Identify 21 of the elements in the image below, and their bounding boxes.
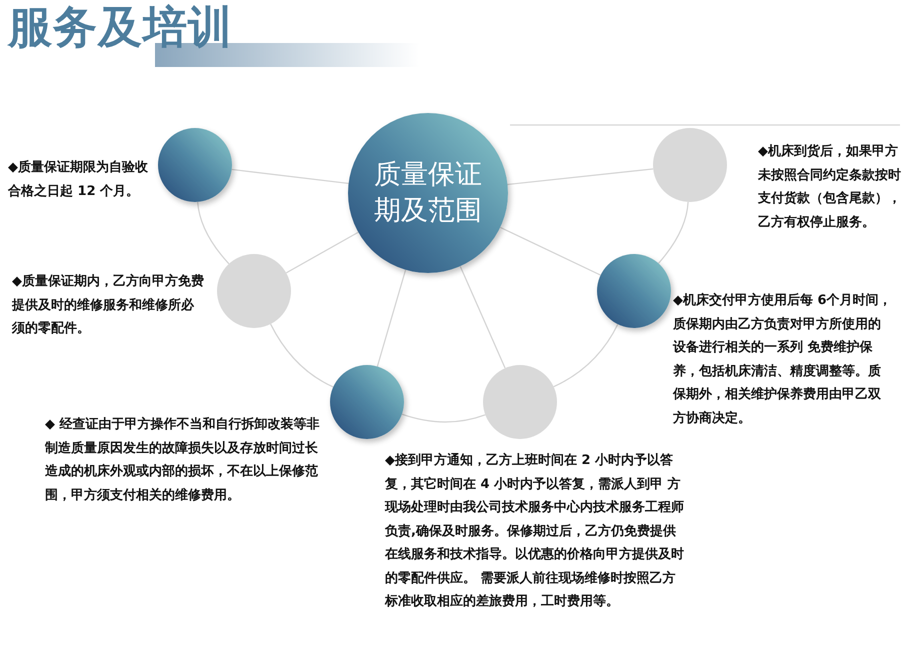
arc-line — [553, 324, 618, 388]
description-text: ◆质量保证期限为自验收合格之日起 12 个月。 — [8, 159, 149, 200]
node-circle — [330, 365, 404, 439]
arc-line — [197, 202, 230, 264]
node-circle — [158, 128, 232, 202]
connector-line — [376, 270, 406, 367]
connector-line — [500, 226, 601, 276]
arc-line — [270, 324, 334, 388]
arc-line — [658, 202, 689, 264]
connector-line — [286, 232, 359, 274]
description-text: ◆质量保证期内，乙方向甲方免费提供及时的维修服务和维修所必须的零配件。 — [12, 272, 204, 338]
connector-line — [232, 168, 349, 184]
description-text: ◆ 经查证由于甲方操作不当和自行拆卸改装等非制造质量原因发生的故障损失以及存放时间过长造成的机床外观或内部的损坏，不在以上保修范围，甲方须支付相关的维修费用。 — [45, 416, 321, 504]
description-text: ◆接到甲方通知，乙方上班时间在 2 小时内予以答复，其它时间在 4 小时内予以答复，需派人到甲 方现场处理时由我公司技术服务中心内技术服务工程师负责,确保及时服务。保修期过后，乙方仍免费提供在线服务和技术指导。以优惠的价格向甲方提供及时的零配件供应。 需要派人前往现场维修时按照乙方标准收取相应的差旅费用，工时费用等。 — [385, 452, 685, 611]
hub-circle: 质量保证期及范围 — [348, 113, 508, 273]
node-circle — [597, 254, 671, 328]
connector-line — [460, 266, 506, 368]
description-text: ◆机床到货后，如果甲方未按照合同约定条款按时支付货款（包含尾款），乙方有权停止服务。 — [758, 142, 902, 232]
connector-line — [507, 168, 654, 186]
description-text: ◆机床交付甲方使用后每 6个月时间，质保期内由乙方负责对甲方所使用的设备进行相关的一系列 免费维护保养，包括机床清洁、精度调整等。质保期外，相关维护保养费用由甲乙双方协商决定。 — [673, 292, 893, 428]
arc-line — [402, 414, 486, 423]
